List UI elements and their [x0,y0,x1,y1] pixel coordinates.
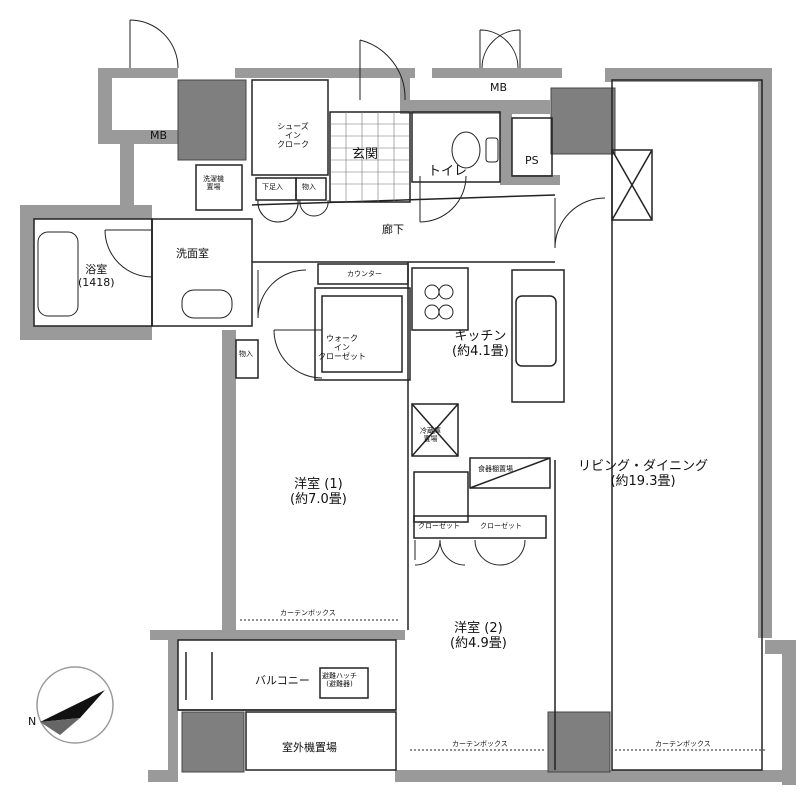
label-closet-b: クローゼット [480,522,522,530]
label-closet-a: クローゼット [418,522,460,530]
label-corridor: 廊下 [382,223,404,236]
label-bedroom-1: 洋室 (1) (約7.0畳) [290,477,347,507]
structural-pillars [177,79,616,773]
label-pantry: 食器棚置場 [478,465,513,473]
compass-north-label: N [28,715,37,728]
label-curtain-box-2: カーテンボックス [452,740,508,748]
label-fridge-area: 冷蔵庫 置場 [420,427,441,444]
label-shoe-storage: 下足入 [262,183,283,191]
label-counter: カウンター [347,270,382,278]
label-storage-hall: 物入 [302,183,316,191]
label-kitchen: キッチン (約4.1畳) [452,329,509,359]
label-curtain-box-3: カーテンボックス [655,740,711,748]
label-curtain-box-1: カーテンボックス [280,609,336,617]
interior-walls [33,79,763,771]
label-toilet: トイレ [428,164,468,179]
label-storage-bedroom: 物入 [239,350,253,358]
label-mb-left: MB [150,129,168,142]
label-walk-in-closet: ウォーク イン クローゼット [318,334,366,362]
fixtures [37,131,499,320]
label-bath: 浴室 (1418) [78,263,115,289]
label-escape-hatch: 避難ハッチ (避難器) [322,672,357,689]
label-ps: PS [525,154,539,167]
label-laundry-area: 洗濯機 置場 [203,175,224,192]
label-mb-top: MB [490,81,508,94]
tile-pattern [330,112,410,202]
label-bedroom-2: 洋室 (2) (約4.9畳) [450,621,507,651]
curtain-lines [240,619,765,751]
label-balcony: バルコニー [255,674,310,687]
label-living-dining: リビング・ダイニング (約19.3畳) [578,459,709,489]
north-compass [36,666,114,744]
label-ac-unit-area: 室外機置場 [282,741,337,754]
door-swings [104,19,606,566]
label-washroom: 洗面室 [176,247,209,260]
label-entrance: 玄関 [352,147,379,162]
label-shoes-closet: シューズ イン クローク [277,122,309,150]
